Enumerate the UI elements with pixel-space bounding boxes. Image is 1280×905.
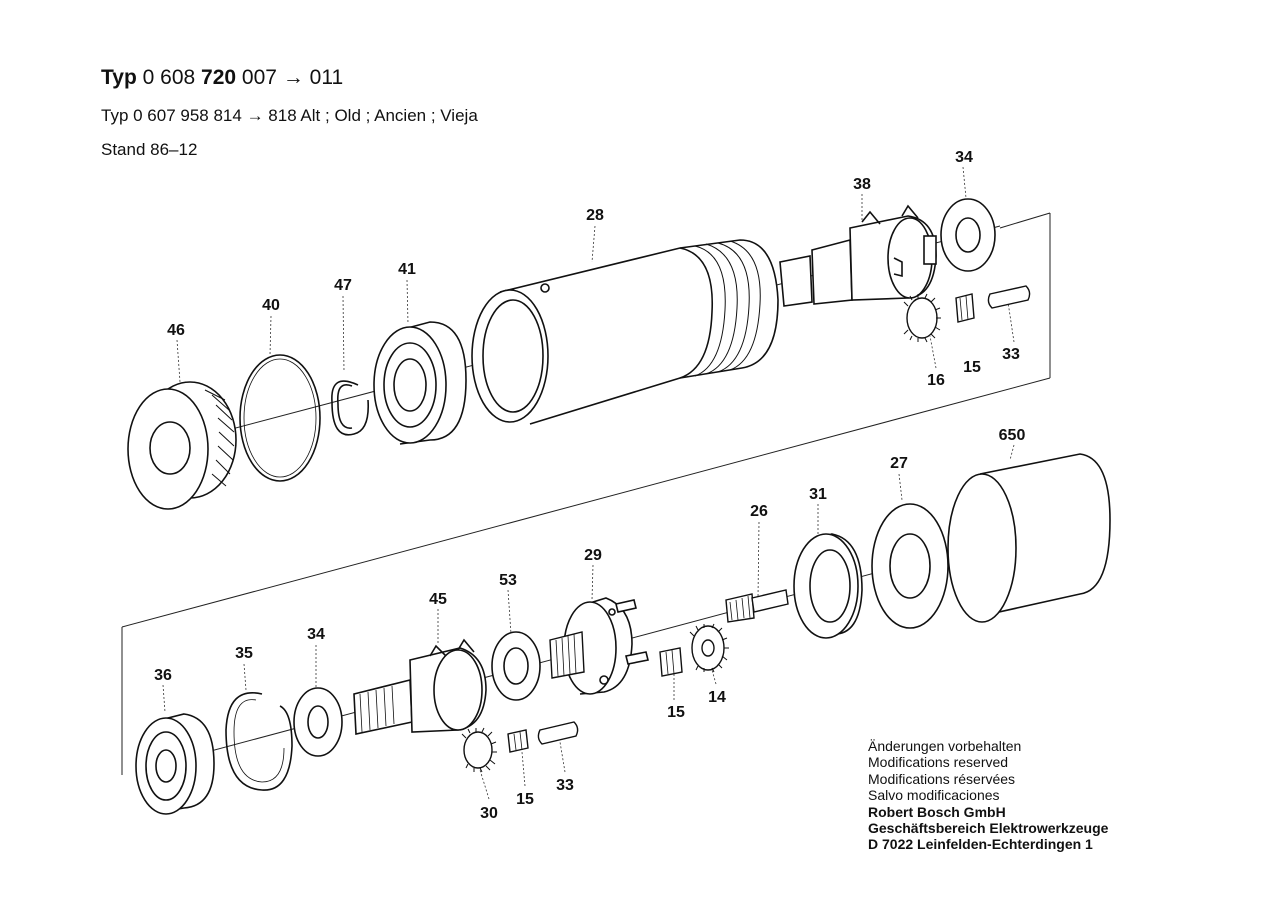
part-label-31: 31 <box>809 486 827 503</box>
spindle-38 <box>779 204 937 307</box>
part-label-46: 46 <box>167 322 185 339</box>
ball-bearing-41 <box>373 321 467 445</box>
stand-line: Stand 86–12 <box>101 140 198 159</box>
part-label-15-bottom: 15 <box>516 791 534 808</box>
modifications-reserved-en: Modifications reserved <box>868 754 1009 771</box>
type-part-d: 011 <box>309 66 344 89</box>
part-label-40: 40 <box>262 297 280 314</box>
part-label-38: 38 <box>853 176 871 193</box>
type-part-a: 0 608 <box>142 66 196 89</box>
type-part-b: 720 <box>201 66 237 89</box>
assembly-frame <box>121 212 1051 775</box>
bearing-housing-46 <box>127 381 237 510</box>
tube-housing-28 <box>471 239 779 425</box>
snap-ring-35 <box>225 692 293 791</box>
washer-34-top <box>940 198 996 272</box>
part-label-26: 26 <box>750 503 768 520</box>
planet-gear-16 <box>903 293 941 343</box>
part-label-47: 47 <box>334 277 352 294</box>
pin-33-bottom <box>537 721 579 745</box>
washer-34-bottom <box>293 687 343 757</box>
type-part-c: 007 <box>241 66 277 89</box>
circlip-47 <box>331 380 370 436</box>
modifications-reserved-es: Salvo modificaciones <box>868 787 1000 804</box>
part-label-36: 36 <box>154 667 172 684</box>
part-label-34-top: 34 <box>955 149 973 166</box>
company-name: Robert Bosch GmbH <box>868 803 1006 820</box>
company-division: Geschäftsbereich Elektrowerkzeuge <box>868 820 1109 837</box>
part-label-33-top: 33 <box>1002 346 1020 363</box>
planet-gear-14 <box>689 623 729 673</box>
publisher-footer: Änderungen vorbehalten Modifications res… <box>868 738 1108 853</box>
planet-gear-15-bottom <box>507 729 529 753</box>
ball-bearing-36 <box>135 713 215 815</box>
part-label-53: 53 <box>499 572 517 589</box>
pin-33-top <box>987 285 1031 309</box>
spindle-45 <box>353 638 487 735</box>
part-label-30: 30 <box>480 805 498 822</box>
planet-gear-15-top <box>955 293 975 323</box>
range-arrow: → <box>282 66 304 89</box>
part-label-15-mid: 15 <box>667 704 685 721</box>
part-label-29: 29 <box>584 547 602 564</box>
part-label-41: 41 <box>398 261 416 278</box>
part-label-35: 35 <box>235 645 253 662</box>
part-label-28: 28 <box>586 207 604 224</box>
sun-gear-29 <box>549 631 585 679</box>
typ-label: Typ <box>101 66 137 89</box>
washer-53 <box>491 631 541 701</box>
leader-lines <box>162 166 1015 800</box>
part-label-34-bottom: 34 <box>307 626 325 643</box>
part-label-650: 650 <box>999 427 1026 444</box>
planet-gear-15-mid <box>659 647 683 677</box>
part-label-33-bottom: 33 <box>556 777 574 794</box>
type-number-line: Typ 0 608 720 007 → 011 <box>101 66 343 90</box>
old-type-line: Typ 0 607 958 814 → 818 Alt ; Old ; Anci… <box>101 106 478 125</box>
part-label-15-top: 15 <box>963 359 981 376</box>
part-number-labels: 46 40 47 41 28 38 34 16 15 33 650 27 31 … <box>154 149 1025 822</box>
part-label-45: 45 <box>429 591 447 608</box>
part-label-16: 16 <box>927 372 945 389</box>
company-address: D 7022 Leinfelden-Echterdingen 1 <box>868 836 1093 853</box>
washer-27 <box>871 503 949 629</box>
pinion-shaft-26 <box>725 589 789 623</box>
bearing-ring-31 <box>793 533 863 639</box>
planet-gear-30 <box>461 727 497 773</box>
modifications-reserved-fr: Modifications réservées <box>868 770 1016 787</box>
modifications-reserved-de: Änderungen vorbehalten <box>868 738 1022 754</box>
part-label-14: 14 <box>708 689 726 706</box>
sleeve-650 <box>947 453 1111 623</box>
part-label-27: 27 <box>890 455 908 472</box>
o-ring-40 <box>239 354 321 482</box>
